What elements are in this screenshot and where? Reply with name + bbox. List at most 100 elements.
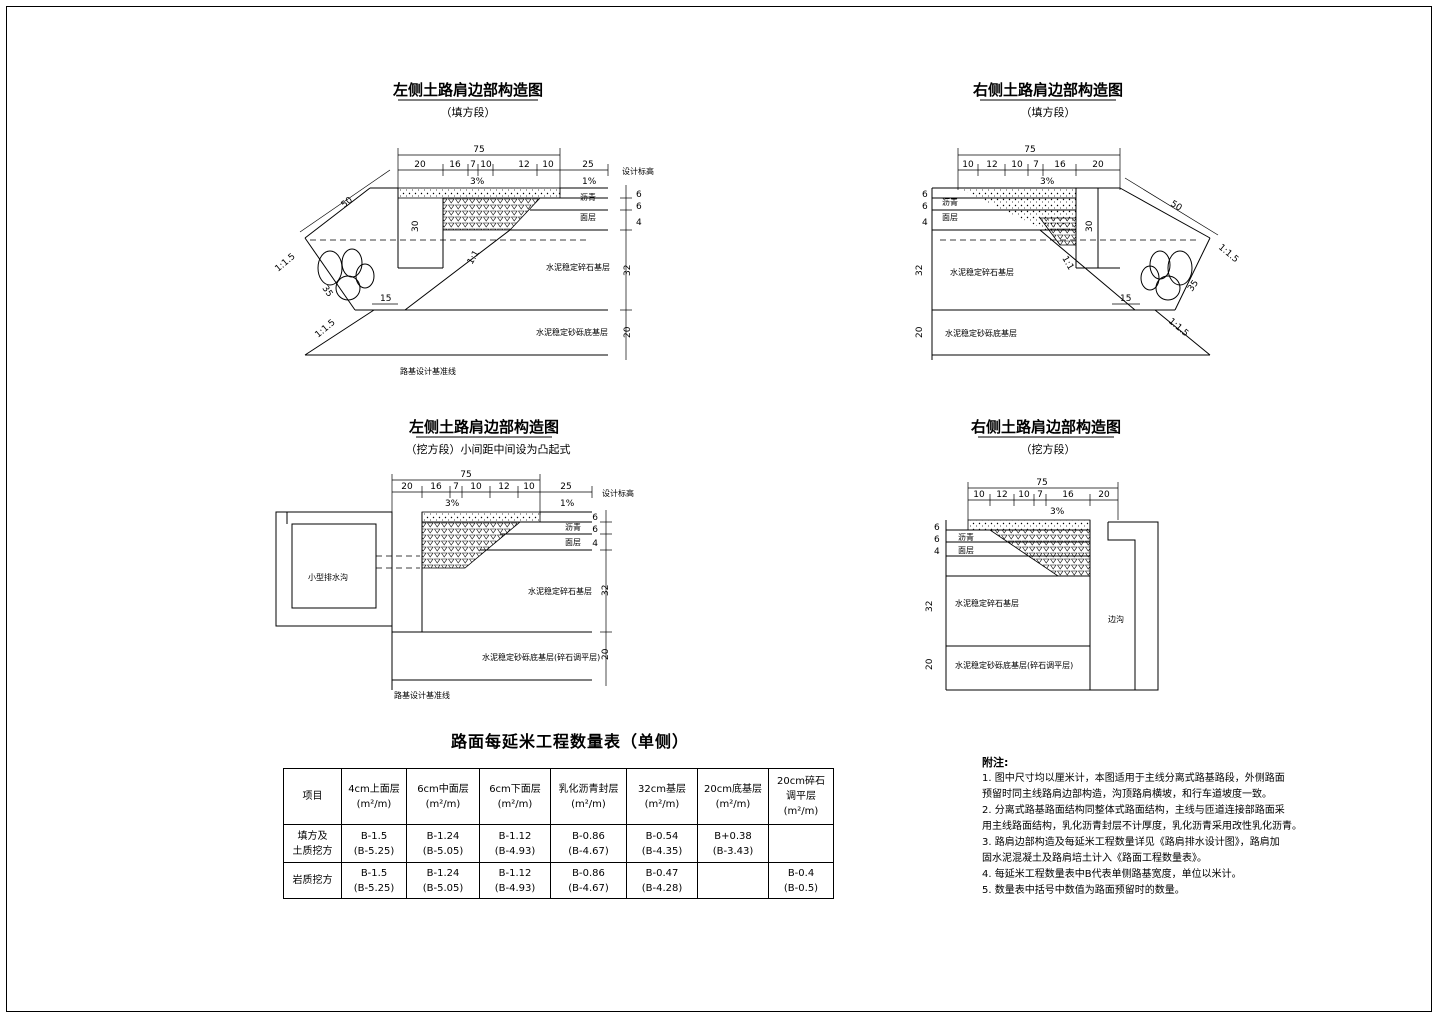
cell-value: (B-4.67) [568,845,609,857]
slope-shoulder: 1% [582,177,597,187]
label-base: 水泥稳定碎石基层 [950,267,1014,277]
dim-total: 75 [1036,478,1047,488]
dim-seg: 10 [973,490,985,500]
col-name: 6cm中面层 [417,783,469,795]
dim-seg: 20 [1098,490,1110,500]
slope-label: 1:1.5 [1166,317,1190,339]
diagram-right-fill: 右侧土路肩边部构造图 （填方段） 75 10 12 10 7 16 20 3% [915,81,1240,360]
dim-v: 6 [934,523,940,533]
table-cell: B-1.12(B-4.93) [479,862,551,899]
label-asphalt: 沥青 [942,197,958,207]
table-cell: B-0.86(B-4.67) [550,862,627,899]
cell-value: (B-4.93) [494,882,536,894]
diagram-title: 左侧土路肩边部构造图 [408,418,559,436]
header-item: 项目 [283,768,342,825]
col-name: 20cm底基层 [704,783,762,795]
note-line: 2. 分离式路基路面结构同整体式路面结构，主线与匝道连接部路面采 [982,805,1285,816]
rock-riprap-icon [1140,250,1193,301]
drawing-border [6,6,1432,1012]
dim-seg: 7 [1037,490,1043,500]
dim-seg: 10 [542,160,554,170]
label-surface: 面层 [565,538,581,547]
label-asphalt: 沥青 [580,192,596,202]
col-name: 20cm碎石 [777,776,825,787]
col-unit: (m²/m) [644,798,680,810]
dim-50: 50 [1168,199,1183,214]
label-base: 水泥稳定碎石基层 [955,598,1019,608]
col-unit: (m²/m) [783,806,819,817]
col-unit: (m²/m) [571,798,606,810]
slope-main: 3% [1050,507,1065,517]
cell-value: B+0.38 [714,830,752,842]
diagram-right-cut: 右侧土路肩边部构造图 （挖方段） 75 10 12 10 7 16 20 3% [925,418,1159,691]
table-header-row: 项目 4cm上面层(m²/m) 6cm中面层(m²/m) 6cm下面层(m²/m… [283,768,834,825]
rock-riprap-icon [317,248,375,301]
dim-v: 6 [636,202,642,212]
dim-v: 4 [636,218,642,228]
col-header: 20cm底基层(m²/m) [697,768,769,825]
label-surface: 面层 [580,213,596,222]
col-header: 6cm中面层(m²/m) [406,768,480,825]
cell-value: (B-0.5) [783,882,819,894]
label-surface: 面层 [958,546,974,555]
cell-value: (B-5.25) [353,845,395,857]
row-label-line: 岩质挖方 [292,875,333,886]
notes-block: 附注: 1. 图中尺寸均以厘米计，本图适用于主线分离式路基路段，外侧路面 预留时… [982,755,1382,899]
quantity-table: 项目 4cm上面层(m²/m) 6cm中面层(m²/m) 6cm下面层(m²/m… [283,768,834,899]
col-name: 32cm基层 [638,783,686,795]
dim-shoulder: 25 [582,160,593,170]
col-unit: (m²/m) [356,798,392,810]
cell-value: (B-3.43) [712,845,754,857]
col-name: 6cm下面层 [489,783,541,795]
note-line: 1. 图中尺寸均以厘米计，本图适用于主线分离式路基路段，外侧路面 [982,773,1285,784]
table-cell: B-0.4 (B-0.5) [768,862,834,899]
dim-50: 50 [340,195,355,210]
col-name: 乳化沥青封层 [558,783,619,795]
col-name: 调平层 [786,791,816,802]
cell-value: B-0.4 [787,867,815,879]
label-subbase: 水泥稳定砂砾底基层 [945,328,1017,338]
table-cell: B-0.47(B-4.28) [626,862,698,899]
dim-v: 4 [922,218,928,228]
dim-30: 30 [411,220,421,232]
cell-value: B-0.86 [572,867,605,879]
label-asphalt: 沥青 [565,522,581,532]
label-subbase: 水泥稳定砂砾底基层(碎石调平层) [955,660,1073,670]
dim-30: 30 [1085,220,1095,232]
col-header: 20cm碎石调平层 (m²/m) [768,768,834,825]
table-cell: B+0.38 (B-3.43) [697,824,769,863]
dim-seg: 16 [1054,160,1066,170]
label-base: 水泥稳定碎石基层 [528,586,592,596]
slope-label: 1:1.5 [1216,243,1240,265]
dim-seg: 10 [480,160,492,170]
dim-seg: 16 [449,160,461,170]
dim-shoulder: 25 [560,482,571,492]
col-header: 32cm基层 (m²/m) [626,768,698,825]
cell-value: B-0.47 [645,867,679,879]
dim-seg: 7 [1033,160,1039,170]
table-cell: B-1.12(B-4.93) [479,824,551,863]
dim-v32: 32 [623,265,633,276]
table-cell: B-0.86(B-4.67) [550,824,627,863]
col-header: 6cm下面层(m²/m) [479,768,551,825]
dim-seg: 7 [470,160,476,170]
cell-value: B-1.24 [426,867,460,879]
table-title: 路面每延米工程数量表（单侧） [450,732,689,751]
note-line: 4. 每延米工程数量表中B代表单侧路基宽度，单位以米计。 [982,869,1242,880]
cell-value: B-0.54 [645,830,679,842]
diagram-subtitle: （填方段） [441,105,496,119]
datum-label: 路基设计基准线 [394,690,450,700]
dim-seg: 20 [1092,160,1104,170]
note-line: 固水泥混凝土及路肩培土计入《路面工程数量表》。 [982,853,1207,864]
dim-v: 6 [592,513,598,523]
diagram-title: 左侧土路肩边部构造图 [392,81,543,99]
cell-value: (B-5.05) [422,882,464,894]
notes-title: 附注: [982,756,1009,769]
dim-total: 75 [473,145,484,155]
dim-seg: 10 [470,482,482,492]
dim-seg: 12 [996,490,1007,500]
label-base: 水泥稳定碎石基层 [546,262,610,272]
ditch-label: 边沟 [1108,614,1124,624]
dim-seg: 10 [962,160,974,170]
